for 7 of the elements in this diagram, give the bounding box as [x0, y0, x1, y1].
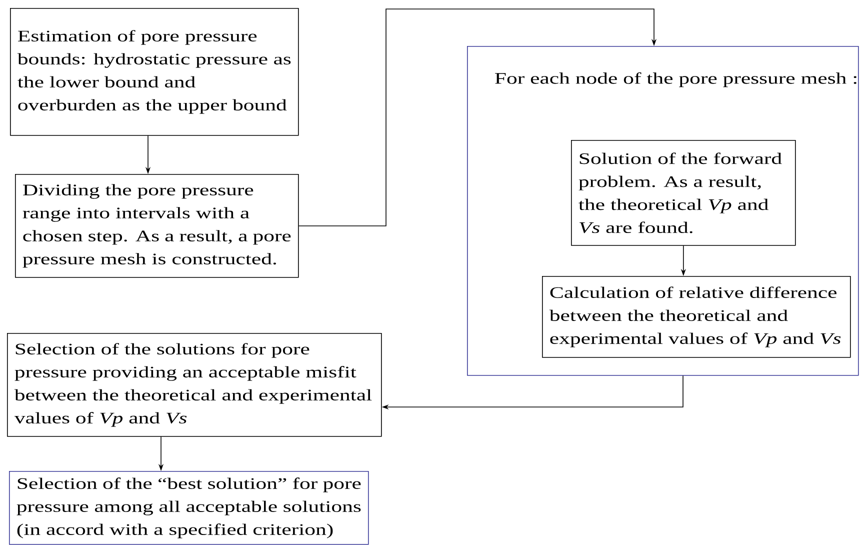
process-box: Selection of the “best solution” for pore pressure among all acceptable solutions (in accord with a specified criterion) [9, 471, 369, 545]
process-box: Selection of the solutions for pore pressure providing an acceptable misfit between the theoretical and experimental values of Vp and Vs [7, 333, 382, 437]
arrow [298, 8, 657, 226]
process-box: Estimation of pore pressure bounds: hydrostatic pressure as the lower bound and overburden as the upper bound [10, 8, 299, 136]
process-box: Dividing the pore pressure range into intervals with a chosen step. As a result, a pore pressure mesh is constructed. [15, 174, 299, 278]
process-box: Solution of the forward problem. As a result, the theoretical Vp and Vs are found. [571, 140, 796, 246]
process-box: Calculation of relative difference between the theoretical and experimental values of Vp and Vs [542, 276, 851, 358]
